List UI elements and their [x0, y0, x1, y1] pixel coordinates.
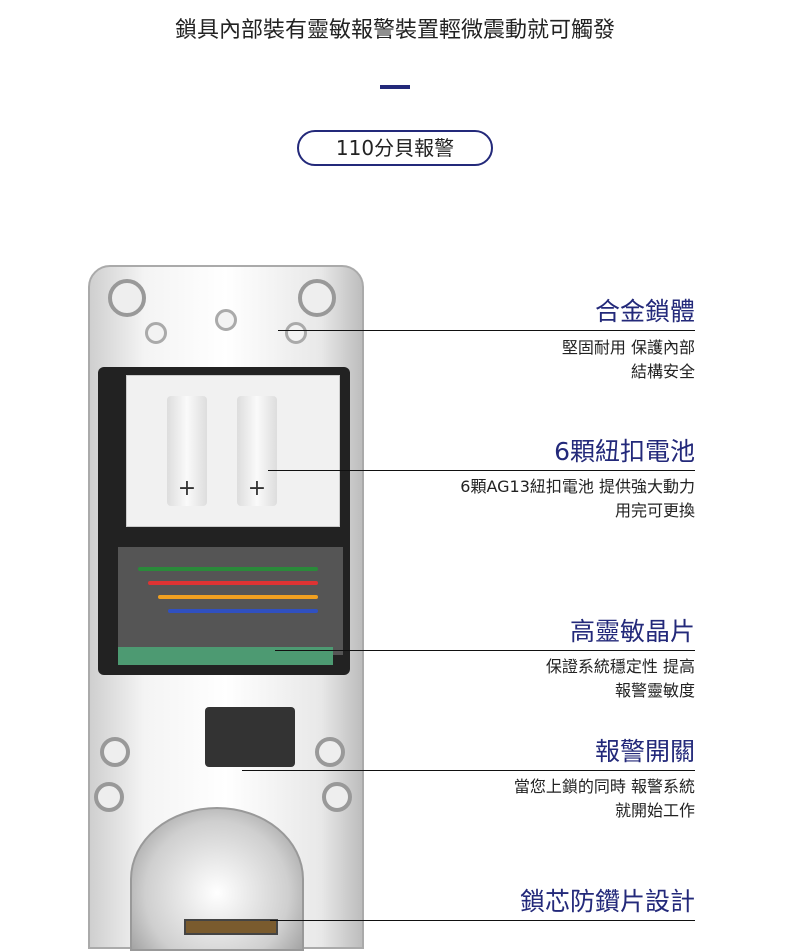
screw-hole [108, 279, 146, 317]
callout-heading: 高靈敏晶片 [569, 617, 695, 646]
alarm-switch [205, 707, 295, 767]
battery-stack: + [167, 396, 207, 506]
screw-hole [315, 737, 345, 767]
callout-heading: 鎖芯防鑽片設計 [519, 887, 695, 916]
lock-cylinder [130, 807, 304, 951]
callout-description: 保證系統穩定性 提高報警靈敏度 [545, 657, 695, 700]
leader-line [275, 650, 695, 651]
chip-board [118, 647, 333, 665]
leader-line [242, 770, 695, 771]
circuit-area [118, 547, 343, 655]
callout-heading: 6顆紐扣電池 [554, 437, 695, 466]
callout-description: 6顆AG13紐扣電池 提供強大動力用完可更換 [460, 477, 695, 520]
battery-stack: + [237, 396, 277, 506]
screw-hole [322, 782, 352, 812]
leader-line [270, 920, 695, 921]
key-slot [184, 919, 278, 935]
lock-illustration: + + [88, 265, 364, 951]
callout-heading: 合金鎖體 [594, 297, 695, 326]
divider [380, 85, 410, 89]
leader-line [268, 470, 695, 471]
screw-hole [94, 782, 124, 812]
decibel-badge: 110分貝報警 [297, 130, 493, 166]
callout-heading: 報警開關 [594, 737, 695, 766]
battery-compartment: + + [98, 367, 350, 675]
callout-description: 堅固耐用 保護內部結構安全 [561, 338, 695, 381]
page-title: 鎖具內部裝有靈敏報警裝置輕微震動就可觸發 [174, 18, 615, 43]
rivet [145, 322, 167, 344]
screw-hole [100, 737, 130, 767]
leader-line [278, 330, 695, 331]
rivet [215, 309, 237, 331]
screw-hole [298, 279, 336, 317]
callout-description: 當您上鎖的同時 報警系統就開始工作 [513, 777, 695, 820]
battery-holder: + + [126, 375, 340, 527]
rivet [285, 322, 307, 344]
